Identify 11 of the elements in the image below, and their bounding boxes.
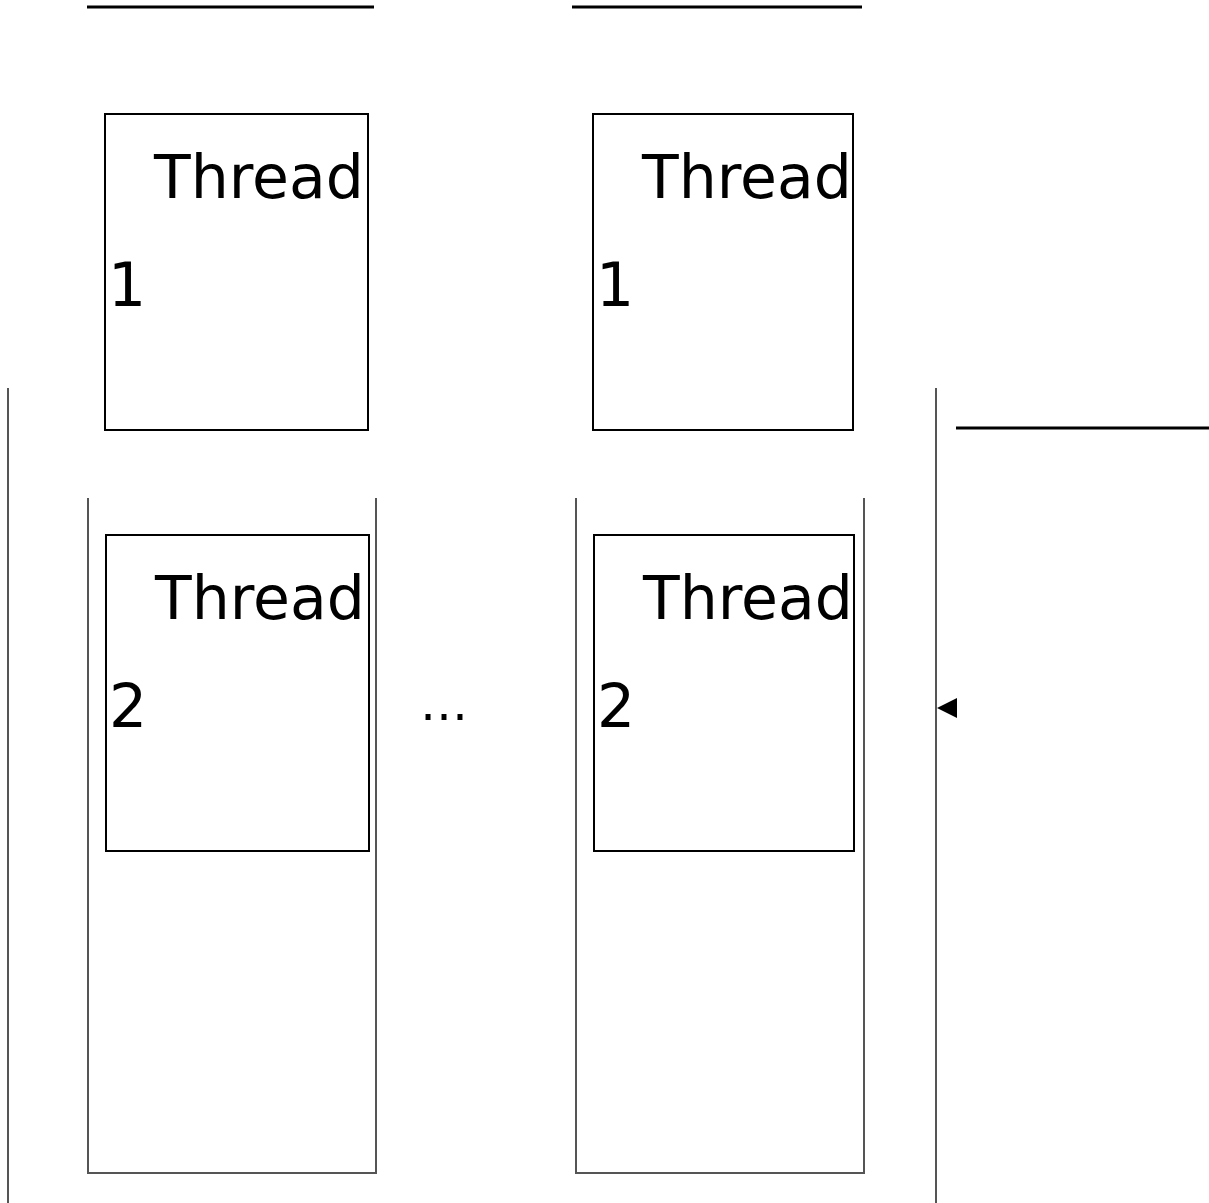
thread-box: [593, 534, 855, 852]
thread-label: Thread 2: [108, 562, 366, 743]
ellipsis-label: …: [420, 675, 468, 731]
container-frame: [87, 498, 377, 1174]
thread-box: [105, 534, 370, 852]
thread-label: Thread 2: [596, 562, 853, 743]
container-frame: [575, 498, 865, 1174]
thread-box: [592, 113, 854, 431]
thread-box: [104, 113, 369, 431]
thread-label: Thread 1: [595, 141, 852, 322]
thread-label: Thread 1: [107, 141, 365, 322]
